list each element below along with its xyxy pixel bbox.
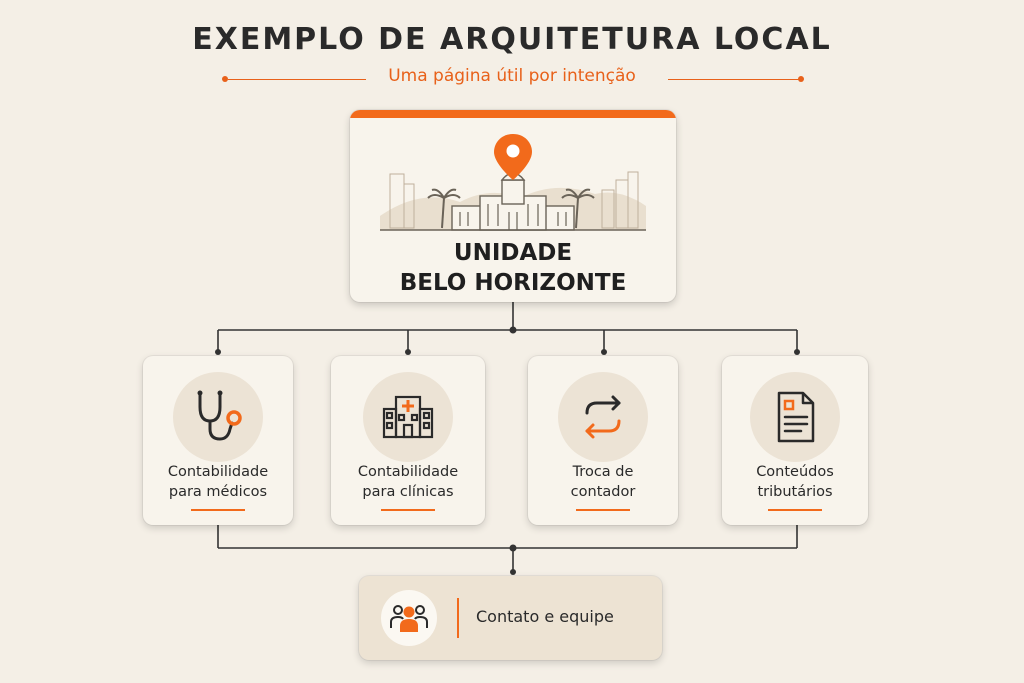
- icon-circle: [363, 372, 453, 462]
- node-label: Troca de contador: [528, 462, 678, 502]
- node-label: Conteúdos tributários: [722, 462, 868, 502]
- location-pin-city-icon: [380, 134, 646, 231]
- main-node-card[interactable]: UNIDADE BELO HORIZONTE: [350, 110, 676, 302]
- node-underline: [576, 509, 630, 511]
- main-node-accent-bar: [350, 110, 676, 118]
- contact-icon-circle: [381, 590, 437, 646]
- node-underline: [768, 509, 822, 511]
- node-label: Contabilidade para clínicas: [331, 462, 485, 502]
- node-label: Contabilidade para médicos: [143, 462, 293, 502]
- diagram-subtitle: Uma página útil por intenção: [388, 66, 636, 86]
- node-label-line1: Conteúdos: [756, 464, 834, 480]
- node-label-line1: Contabilidade: [357, 464, 459, 480]
- contact-label: Contato e equipe: [476, 607, 614, 626]
- node-contabilidade-clinicas[interactable]: Contabilidade para clínicas: [331, 356, 485, 525]
- icon-circle: [558, 372, 648, 462]
- main-node-title-line2: BELO HORIZONTE: [399, 270, 627, 296]
- subtitle-row: Uma página útil por intenção: [0, 66, 1024, 92]
- subtitle-right-rule: [668, 79, 800, 80]
- node-label-line2: tributários: [757, 484, 833, 500]
- icon-circle: [750, 372, 840, 462]
- icon-circle: [173, 372, 263, 462]
- main-node-title: UNIDADE BELO HORIZONTE: [350, 238, 676, 298]
- subtitle-left-dot: [222, 76, 228, 82]
- node-underline: [191, 509, 245, 511]
- node-underline: [381, 509, 435, 511]
- subtitle-left-rule: [228, 79, 366, 80]
- team-icon: [390, 605, 428, 632]
- node-label-line1: Contabilidade: [167, 464, 269, 480]
- node-contabilidade-medicos[interactable]: Contabilidade para médicos: [143, 356, 293, 525]
- contact-separator: [457, 598, 459, 638]
- node-label-line2: para médicos: [168, 484, 268, 500]
- swap-arrows-icon: [585, 395, 621, 439]
- node-label-line1: Troca de: [572, 464, 634, 480]
- subtitle-right-dot: [798, 76, 804, 82]
- node-label-line2: para clínicas: [362, 484, 454, 500]
- node-contato-equipe[interactable]: Contato e equipe: [359, 576, 662, 660]
- node-troca-contador[interactable]: Troca de contador: [528, 356, 678, 525]
- node-label-line2: contador: [570, 484, 636, 500]
- diagram-title: EXEMPLO DE ARQUITETURA LOCAL: [192, 22, 832, 57]
- hospital-icon: [382, 395, 434, 439]
- node-conteudos-tributarios[interactable]: Conteúdos tributários: [722, 356, 868, 525]
- document-icon: [777, 391, 815, 443]
- main-node-title-line1: UNIDADE: [453, 240, 573, 266]
- stethoscope-icon: [197, 390, 242, 441]
